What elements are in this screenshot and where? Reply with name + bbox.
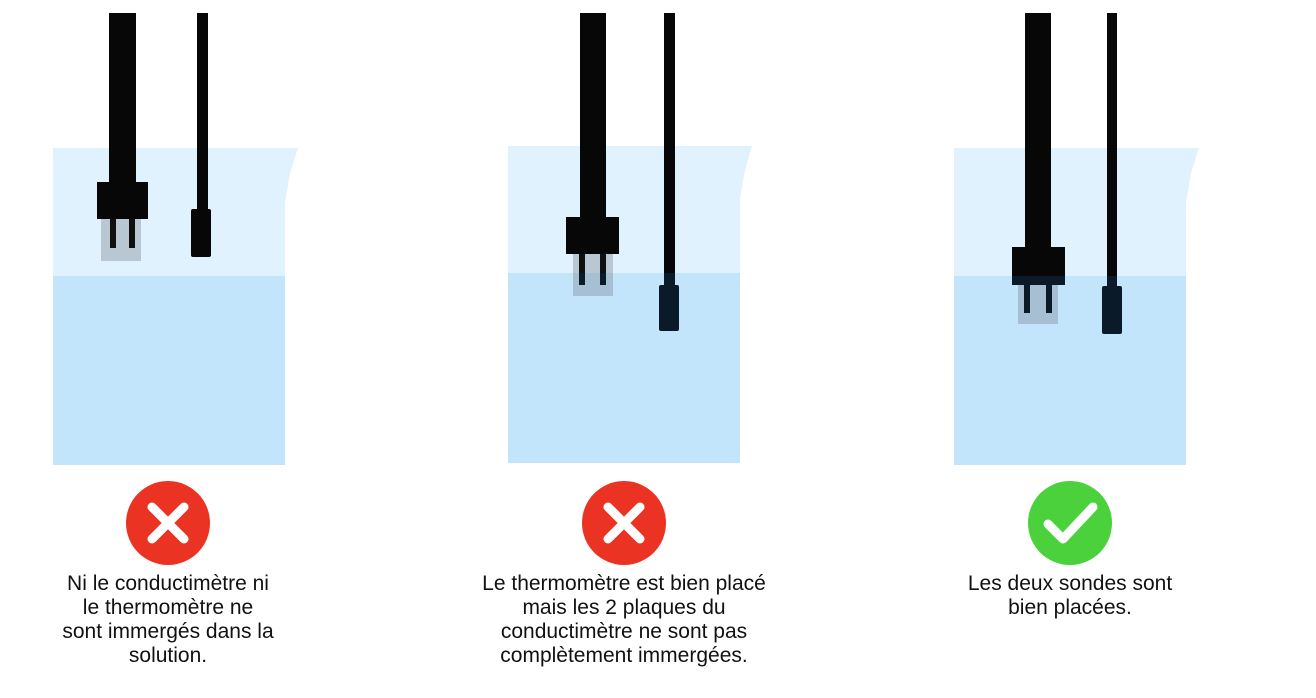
beaker-3-solution xyxy=(954,276,1186,465)
caption-line: le thermomètre ne xyxy=(82,596,254,619)
panel-3-illustration xyxy=(954,13,1199,465)
caption-line: sont immergés dans la xyxy=(62,620,274,643)
panel-1-illustration xyxy=(53,13,298,465)
thermometer-probe-3 xyxy=(1102,13,1122,334)
caption-line: solution. xyxy=(128,644,208,667)
thermometer-probe-1 xyxy=(191,13,211,257)
conductimeter-probe-1 xyxy=(97,13,148,261)
caption-line: complètement immergées. xyxy=(500,644,748,667)
check-icon xyxy=(1028,481,1112,565)
caption-line: bien placées. xyxy=(1008,596,1132,619)
cross-icon xyxy=(126,481,210,565)
caption-panel-2: Le thermomètre est bien placé mais les 2… xyxy=(474,572,774,668)
caption-line: Le thermomètre est bien placé xyxy=(482,572,766,595)
beaker-2-solution xyxy=(508,273,740,463)
caption-line: mais les 2 plaques du xyxy=(522,596,726,619)
panel-2-illustration xyxy=(508,13,752,463)
cross-icon xyxy=(582,481,666,565)
conductimeter-probe-3 xyxy=(1012,13,1065,324)
beaker-1-solution xyxy=(53,276,285,465)
conductimeter-probe-2 xyxy=(566,13,619,296)
caption-line: conductimètre ne sont pas xyxy=(500,620,748,643)
caption-line: Ni le conductimètre ni xyxy=(67,572,269,595)
caption-panel-1: Ni le conductimètre ni le thermomètre ne… xyxy=(18,572,318,668)
caption-line: Les deux sondes sont xyxy=(967,572,1173,595)
caption-panel-3: Les deux sondes sont bien placées. xyxy=(920,572,1220,620)
thermometer-probe-2 xyxy=(659,13,679,331)
